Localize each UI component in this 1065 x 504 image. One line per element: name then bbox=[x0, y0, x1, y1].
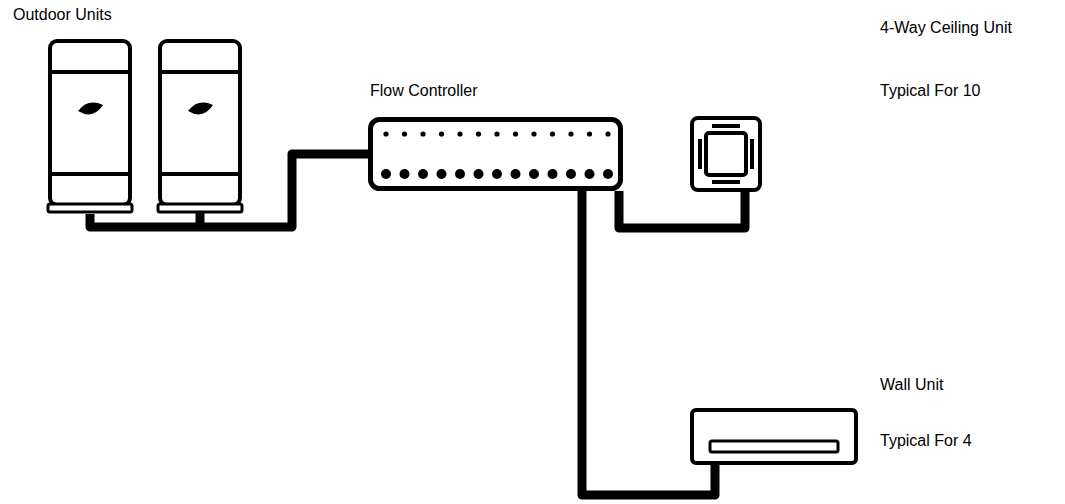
port-dot bbox=[420, 131, 425, 136]
outdoor-unit-icon bbox=[158, 41, 242, 212]
cassette-grille bbox=[706, 133, 746, 175]
port-dot bbox=[568, 131, 573, 136]
port-dot bbox=[476, 131, 481, 136]
unit-label: Flow Controller bbox=[370, 81, 478, 100]
cassette-vane bbox=[750, 139, 754, 169]
node-outline bbox=[368, 117, 623, 191]
port-dot bbox=[400, 169, 410, 179]
node-outline bbox=[48, 38, 243, 214]
outdoor-units: Outdoor Units bbox=[48, 38, 243, 214]
cassette-vane bbox=[712, 124, 740, 128]
port-dot bbox=[587, 131, 592, 136]
port-dot bbox=[494, 131, 499, 136]
unit-label: Wall Unit bbox=[880, 375, 943, 394]
unit-casing bbox=[160, 41, 240, 205]
port-dot bbox=[566, 169, 576, 179]
wall-unit-louvre bbox=[710, 441, 838, 452]
node-outline bbox=[690, 116, 762, 192]
unit-logo bbox=[78, 103, 103, 115]
unit-label: Outdoor Units bbox=[13, 5, 112, 24]
port-dot bbox=[531, 131, 536, 136]
port-dot bbox=[605, 131, 610, 136]
port-dot bbox=[548, 169, 558, 179]
ceiling-unit: 4-Way Ceiling UnitTypical For 10 bbox=[690, 116, 762, 192]
outdoor-unit-icon bbox=[48, 41, 132, 212]
casing-band bbox=[160, 172, 240, 176]
port-dot bbox=[439, 131, 444, 136]
quantity-note: Typical For 4 bbox=[880, 431, 972, 450]
unit-logo bbox=[188, 103, 213, 115]
casing-band bbox=[160, 70, 240, 74]
unit-base bbox=[158, 204, 242, 212]
unit-casing bbox=[50, 41, 130, 205]
wall-unit-casing bbox=[692, 410, 856, 463]
port-dot bbox=[513, 131, 518, 136]
port-dot bbox=[457, 131, 462, 136]
cassette-vane bbox=[712, 180, 740, 184]
controller-housing bbox=[371, 120, 621, 189]
unit-base bbox=[48, 204, 132, 212]
port-dot bbox=[603, 169, 613, 179]
port-dot bbox=[550, 131, 555, 136]
port-dot bbox=[474, 169, 484, 179]
port-dot bbox=[492, 169, 502, 179]
port-dot bbox=[511, 169, 521, 179]
casing-band bbox=[50, 70, 130, 74]
casing-band bbox=[50, 172, 130, 176]
cassette-panel bbox=[692, 118, 760, 190]
quantity-note: Typical For 10 bbox=[880, 81, 980, 100]
port-dot bbox=[585, 169, 595, 179]
port-dot bbox=[529, 169, 539, 179]
port-dot bbox=[418, 169, 428, 179]
unit-label: 4-Way Ceiling Unit bbox=[880, 18, 1012, 37]
port-dot bbox=[381, 169, 391, 179]
flow-controller: Flow Controller bbox=[368, 117, 623, 191]
cassette-vane bbox=[698, 139, 702, 169]
port-dot bbox=[437, 169, 447, 179]
refrigerant-pipe bbox=[619, 191, 745, 228]
node-outline bbox=[690, 408, 858, 465]
port-dot bbox=[383, 131, 388, 136]
port-dot bbox=[402, 131, 407, 136]
wall-unit: Wall UnitTypical For 4 bbox=[690, 408, 858, 465]
port-dot bbox=[455, 169, 465, 179]
